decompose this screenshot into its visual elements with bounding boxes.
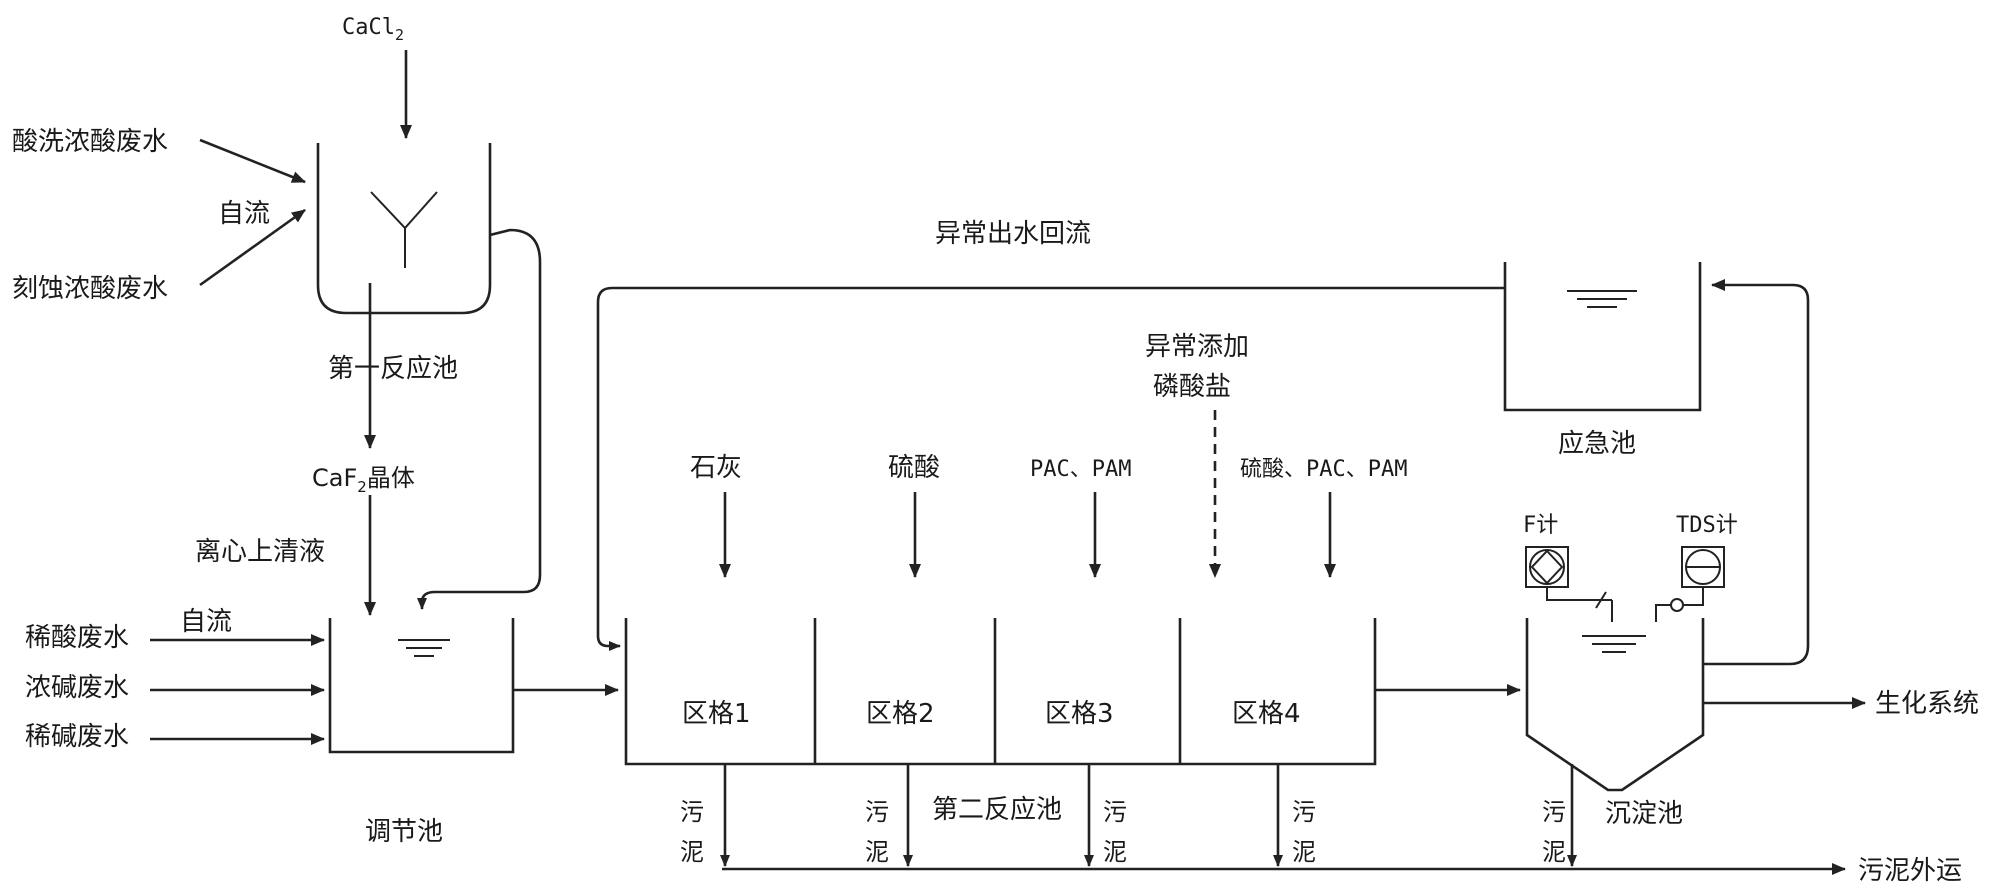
sludge-label-2: 污泥 — [865, 798, 889, 866]
label-self-flow-bottom: 自流 — [180, 607, 232, 637]
zone-2-label: 区格2 — [866, 699, 935, 729]
label-etching-acid-wastewater: 刻蚀浓酸废水 — [12, 274, 168, 304]
supernatant-return-line — [417, 228, 542, 610]
label-self-flow-top: 自流 — [218, 199, 270, 229]
tds-meter-connector — [1670, 598, 1684, 612]
sludge-label-1: 污泥 — [680, 798, 704, 866]
second-reactor-label: 第二反应池 — [932, 795, 1062, 825]
sedimentation-water-level-icon — [1582, 635, 1646, 653]
abnormal-return-label: 异常出水回流 — [935, 219, 1091, 249]
emergency-tank — [1503, 262, 1702, 412]
emergency-water-level-icon — [1567, 290, 1637, 308]
tds-meter-signal-line — [1683, 587, 1704, 606]
equalization-tank — [328, 618, 515, 754]
reagent-sulfuric-acid: 硫酸 — [888, 453, 940, 483]
stirrer-icon — [370, 191, 438, 268]
f-meter-label: F计 — [1523, 513, 1558, 538]
bio-system-label: 生化系统 — [1875, 689, 1979, 719]
label-dilute-acid-wastewater: 稀酸废水 — [25, 623, 129, 653]
water-level-icon — [398, 639, 450, 657]
tds-meter-icon — [1681, 546, 1725, 588]
sedimentation-to-emergency-line — [1703, 279, 1810, 666]
sludge-label-5: 污泥 — [1542, 798, 1566, 866]
tds-meter-label: TDS计 — [1676, 513, 1738, 538]
equalization-tank-label: 调节池 — [365, 817, 443, 847]
first-reactor-tank — [316, 143, 492, 315]
caf2-crystal-label: CaF2晶体 — [312, 464, 415, 496]
zone-3-label: 区格3 — [1045, 699, 1114, 729]
f-meter-icon — [1525, 546, 1569, 588]
sludge-label-4: 污泥 — [1292, 798, 1316, 866]
abnormal-return-line — [596, 286, 1505, 651]
label-concentrated-alkali-wastewater: 浓碱废水 — [25, 673, 129, 703]
f-meter-signal-tick — [1595, 591, 1607, 609]
pickling-acid-arrow — [199, 138, 306, 184]
sedimentation-tank-label: 沉淀池 — [1605, 799, 1683, 829]
etching-acid-arrow — [199, 208, 306, 287]
tds-meter-probe — [1655, 604, 1671, 622]
label-pickling-acid-wastewater: 酸洗浓酸废水 — [12, 127, 168, 157]
reagent-abnormal-add: 异常添加 — [1145, 332, 1249, 362]
centrifuge-supernatant-label: 离心上清液 — [195, 537, 325, 567]
first-reactor-label: 第一反应池 — [328, 354, 458, 384]
sludge-label-3: 污泥 — [1103, 798, 1127, 866]
sedimentation-tank — [1525, 618, 1705, 792]
reagent-pac-pam: PAC、PAM — [1030, 457, 1131, 482]
zone-1-label: 区格1 — [682, 699, 751, 729]
sludge-haul-label: 污泥外运 — [1858, 856, 1962, 886]
reagent-cacl2: CaCl2 — [342, 15, 404, 44]
reagent-acid-pac-pam: 硫酸、PAC、PAM — [1240, 457, 1407, 482]
reagent-phosphate: 磷酸盐 — [1153, 372, 1231, 402]
f-meter-signal-line — [1546, 587, 1612, 601]
label-dilute-alkali-wastewater: 稀碱废水 — [25, 722, 129, 752]
zone-4-label: 区格4 — [1232, 699, 1301, 729]
second-reactor-tank — [624, 618, 1377, 766]
emergency-tank-label: 应急池 — [1558, 429, 1636, 459]
reagent-lime: 石灰 — [690, 453, 742, 483]
